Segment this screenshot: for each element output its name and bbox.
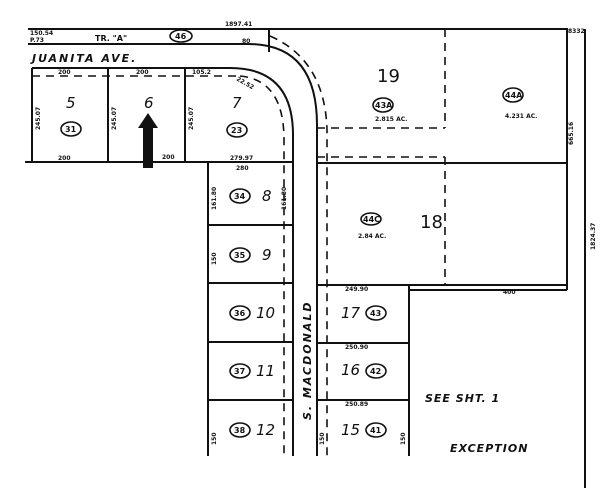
lot-number: 17	[341, 304, 361, 322]
lots-8-12: 280 161.80 161.80 150 150 34 8 35 9 36 1…	[207, 162, 293, 456]
dim-label: 250.90	[345, 344, 368, 351]
parcel-circle	[360, 212, 382, 226]
dim-label: 249.90	[345, 286, 368, 293]
dim-label: 400	[503, 289, 516, 296]
see-sheet-note: SEE SHT. 1	[425, 392, 500, 405]
parcel-number: 34	[234, 192, 246, 201]
dim-label: 200	[58, 155, 71, 162]
tract-dim: 150.54	[30, 30, 53, 37]
dim-label: 22.52	[235, 76, 255, 92]
lots-15-17: 249.90 250.90 250.89 150 150 17 43 16 42…	[317, 285, 567, 456]
dim-label: 279.97	[230, 155, 253, 162]
dim-label: 665.16	[568, 122, 575, 145]
dim-label: 200	[58, 69, 71, 76]
arrow-icon	[138, 113, 158, 168]
street-corner: JUANITA AVE. S. MACDONALD	[30, 35, 328, 456]
tract-dim: P.73	[30, 37, 44, 44]
parcel-number: 41	[370, 426, 382, 435]
acreage: 2.84 AC.	[358, 233, 386, 240]
parcel-number: 36	[234, 309, 246, 318]
parcel-number: 43	[370, 309, 381, 318]
lot-number: 10	[256, 304, 275, 322]
exception-note: EXCEPTION	[450, 442, 528, 455]
street-label-juanita: JUANITA AVE.	[30, 52, 137, 65]
dim-label: 8332	[568, 28, 585, 35]
dim-label: 161.80	[281, 187, 288, 210]
parcel-number: 31	[65, 125, 77, 134]
lot-11: 37 11	[229, 362, 275, 380]
dim-label: 200	[162, 154, 175, 161]
lot-number: 5	[66, 94, 76, 112]
tract-dim: 1897.41	[225, 21, 252, 28]
lot-number: 15	[341, 421, 360, 439]
parcel-circle	[60, 121, 82, 137]
dim-label: 105.2	[192, 69, 211, 76]
lots-5-7: 200 200 105.2 22.52 200 200 279.97 245.0…	[25, 67, 293, 168]
tract-label: TR. "A"	[95, 34, 127, 43]
lot-9: 35 9	[229, 246, 272, 264]
east-parcels: 19 43A 2.815 AC. 44A 4.231 AC. 8332 665.…	[317, 28, 597, 488]
dim-label: 245.07	[111, 107, 118, 130]
parcel-number: 43A	[375, 101, 393, 110]
dim-label: 150	[400, 432, 407, 445]
dim-label: 161.80	[211, 187, 218, 210]
lot-number: 11	[256, 362, 275, 380]
tract-a-strip: 150.54 P.73 TR. "A" 46 1897.41 80	[28, 21, 568, 52]
parcel-circle	[372, 97, 394, 113]
dim-label: 150	[211, 252, 218, 265]
parcel-number: 23	[231, 126, 242, 135]
dim-label: 1824.37	[590, 223, 597, 250]
lot-number: 16	[341, 361, 360, 379]
dim-label: 250.89	[345, 401, 368, 408]
parcel-number: 38	[234, 426, 246, 435]
lot-number: 7	[232, 94, 242, 112]
lot-number: 19	[377, 66, 400, 87]
street-label-macdonald: S. MACDONALD	[301, 301, 314, 420]
tract-dim: 80	[242, 38, 250, 45]
lot-8: 34 8	[229, 187, 272, 205]
dim-label: 150	[211, 432, 218, 445]
dim-label: 200	[136, 69, 149, 76]
lot-number: 8	[262, 187, 272, 205]
lot-number: 12	[256, 421, 275, 439]
parcel-number: 37	[234, 367, 245, 376]
dim-label: 150	[319, 432, 326, 445]
dim-label: 245.07	[35, 107, 42, 130]
lot-number: 9	[262, 246, 272, 264]
lot-10: 36 10	[229, 304, 275, 322]
parcel-circle	[502, 87, 524, 103]
parcel-number: 42	[370, 367, 381, 376]
parcel-circle	[226, 122, 248, 138]
lot-number: 18	[420, 212, 443, 233]
parcel-number: 44C	[363, 215, 380, 224]
acreage: 2.815 AC.	[375, 116, 407, 123]
dim-label: 245.07	[188, 107, 195, 130]
tract-parcel: 46	[175, 32, 187, 41]
parcel-number: 35	[234, 251, 246, 260]
parcel-number: 44A	[505, 91, 523, 100]
dim-label: 280	[236, 165, 249, 172]
lot-12: 38 12	[229, 421, 275, 439]
acreage: 4.231 AC.	[505, 113, 537, 120]
lot-number: 6	[144, 94, 154, 112]
parcel-circle	[169, 29, 193, 43]
